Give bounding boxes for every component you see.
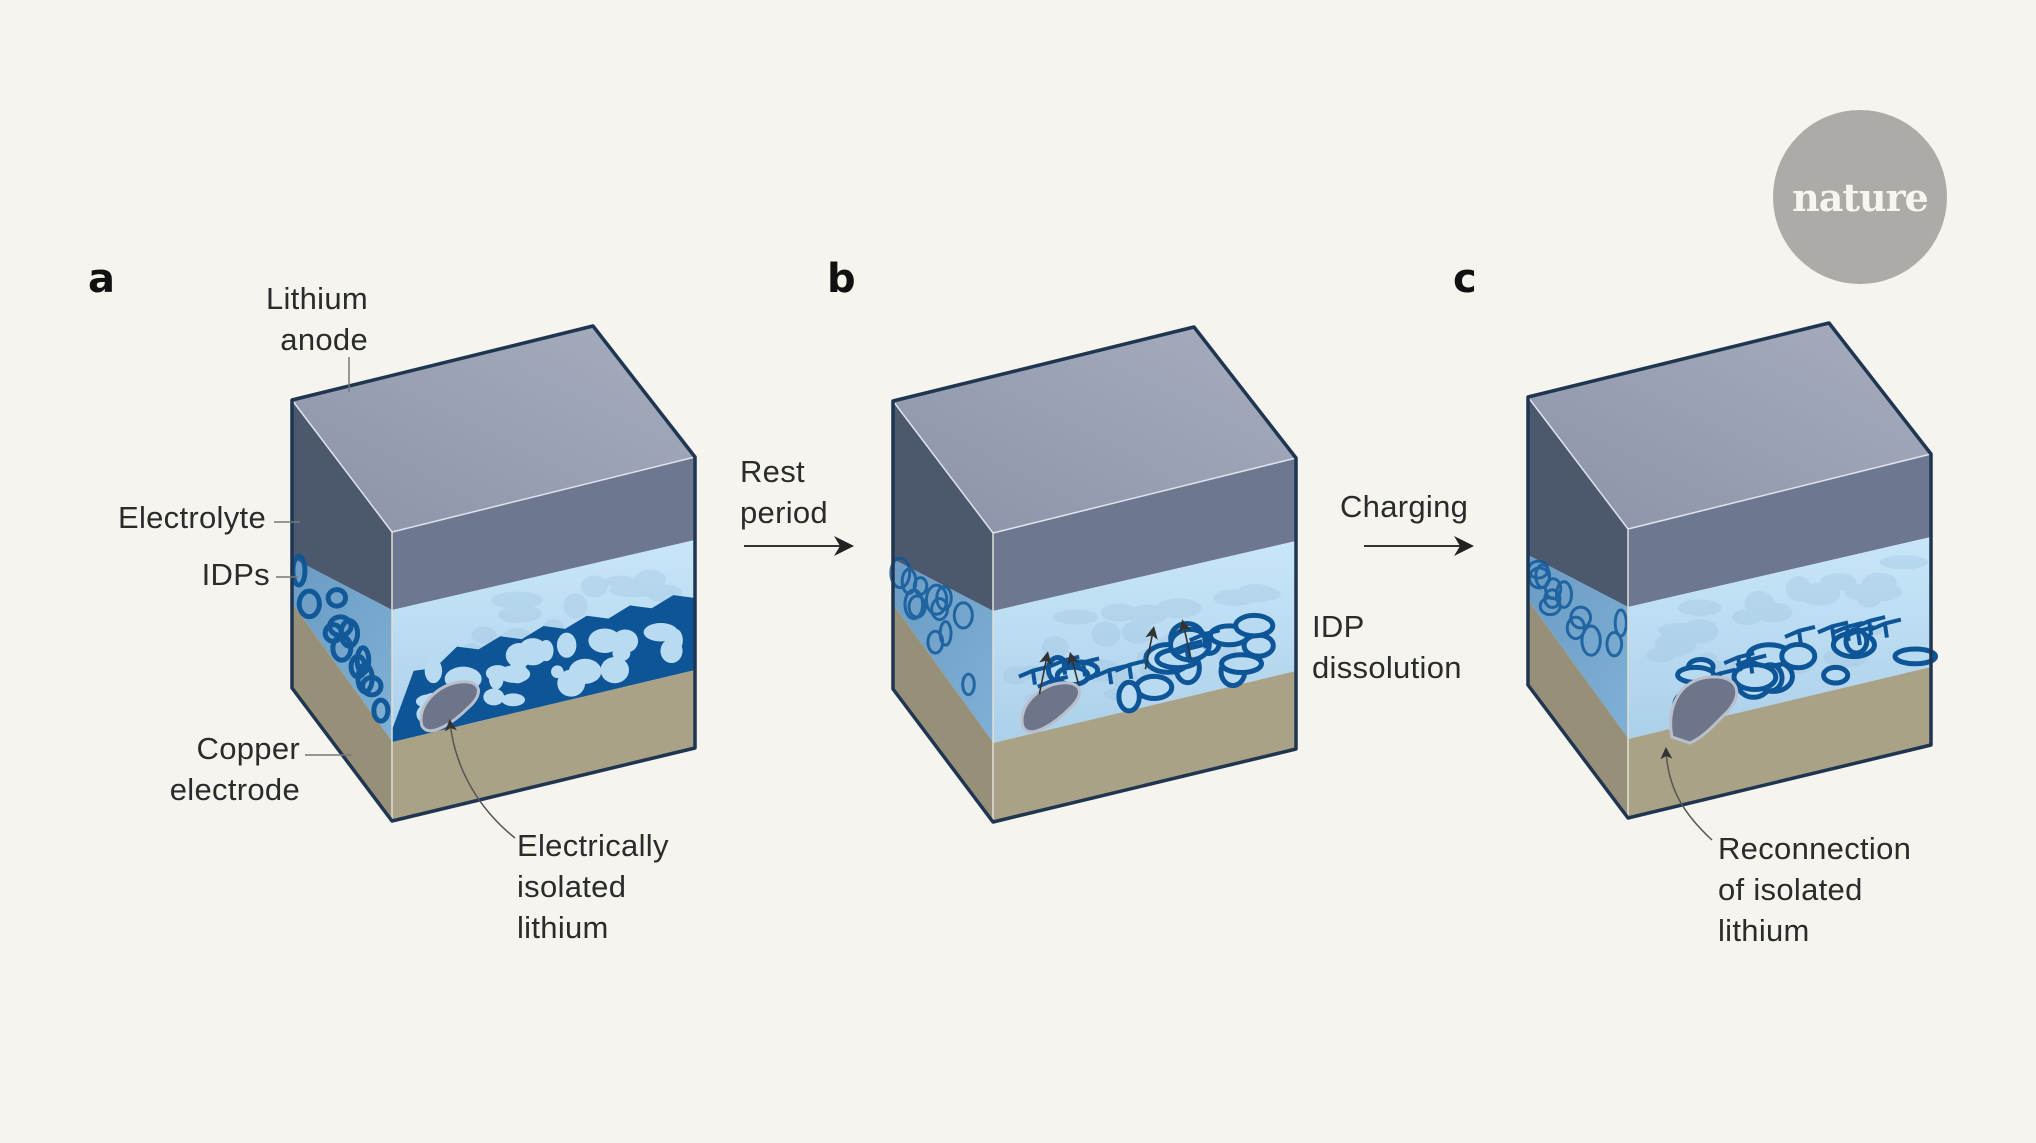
idp-side-cell [926,629,945,655]
idp-side-cell [354,645,372,676]
idp-side-cell [1580,624,1602,657]
cell-cube-c [1526,321,1939,820]
dissolution-arrow [1067,651,1080,686]
idp-pore [556,632,577,658]
anode-front-face [1628,454,1931,607]
idp-pore [593,630,617,646]
dissolution-arrow [1144,626,1158,670]
cell-cube-b [889,325,1298,824]
transition-rest-period-label: Rest period [740,454,828,530]
transition-charging-label: Charging [1340,489,1469,524]
idp-network [1018,612,1276,714]
panel-letter-b: b [827,256,856,302]
isolated-lithium-particle [1020,681,1081,734]
idp-side-cell [1534,563,1551,589]
isolated-lithium-particle [1669,675,1739,745]
idp-side-cell [1569,605,1593,630]
idp-side-cell [330,633,354,663]
idp-network-side [889,556,976,697]
idp-branch [1114,658,1146,680]
idp-pore [660,638,683,664]
cell-cube-a [290,324,697,823]
label-reconnection: Reconnection of isolated lithium [1718,831,1912,948]
panel-letter-c: c [1453,256,1477,302]
nature-logo-text: nature [1792,174,1929,220]
idp-pore [424,658,443,684]
idp-branch [1831,620,1864,642]
dissolution-arrow [1178,619,1192,659]
anode-side-face [1528,397,1628,607]
anode-side-face [893,401,993,611]
idp-side-cell [924,583,949,616]
idp-branch [1784,624,1816,646]
panel-letter-a: a [88,256,115,302]
copper-side-face [1528,600,1628,818]
anode-front-face [993,458,1296,611]
idp-cell [1731,662,1779,692]
idp-pore [483,688,505,706]
label-copper-electrode: Copper electrode [169,731,300,807]
copper-side-face [292,603,392,821]
idp-side-cell [296,588,322,620]
copper-front-face [993,671,1296,822]
cube-outline [290,324,697,823]
dissolution-arrow [1038,651,1052,695]
label-idps: IDPs [201,557,270,592]
idp-side-cell [1544,577,1563,601]
label-electrolyte: Electrolyte [117,500,266,535]
idp-side-cell [907,594,927,619]
idp-pore [568,658,602,684]
idp-side-cell [952,601,974,630]
idp-network-side [290,553,391,724]
label-lithium-anode: Lithium anode [265,281,368,357]
idp-cell [1219,652,1265,676]
idp-branch [1171,639,1203,660]
copper-side-face [893,604,993,822]
nature-logo: nature [1773,110,1947,284]
idp-branch [1188,628,1221,649]
idp-side-cell [1554,580,1573,609]
anode-front-face [392,457,695,610]
isolated-lithium-particle [419,680,480,733]
anode-top-face [1528,323,1931,529]
idp-pore [537,643,552,658]
idp-cell [1821,664,1851,686]
idp-cell [1892,646,1939,667]
copper-front-face [392,670,695,821]
idp-pore [501,693,526,707]
idp-side-cell [930,597,950,622]
cube-outline [1526,321,1933,820]
idp-side-cell [889,556,912,590]
isolated-lithium-pointer [444,719,516,839]
anode-top-face [292,326,695,532]
label-isolated-lithium: Electrically isolated lithium [517,828,669,945]
idp-pore [612,629,639,653]
idp-pore [643,623,679,642]
idp-side-cell [371,697,391,724]
idp-cell [1116,679,1142,714]
idp-pore [485,665,510,682]
copper-front-face [1628,667,1931,818]
idp-branch [1723,651,1755,672]
idp-side-cell [961,672,976,697]
anode-top-face [893,327,1296,533]
idp-branch [1817,620,1849,641]
reconnection-pointer [1660,747,1713,841]
idp-side-cell [1605,630,1624,658]
idp-cell [1779,642,1818,671]
idp-side-cell [325,587,349,609]
idp-pore [600,656,630,684]
electrolyte-side-face [1528,555,1628,738]
idp-branch [1870,617,1902,638]
anode-side-face [292,400,392,610]
idp-cell [1134,673,1175,701]
cube-outline [891,325,1298,824]
label-idp-dissolution: IDP dissolution [1312,609,1462,685]
idp-cell [1233,612,1276,639]
idp-branch [1018,664,1050,685]
